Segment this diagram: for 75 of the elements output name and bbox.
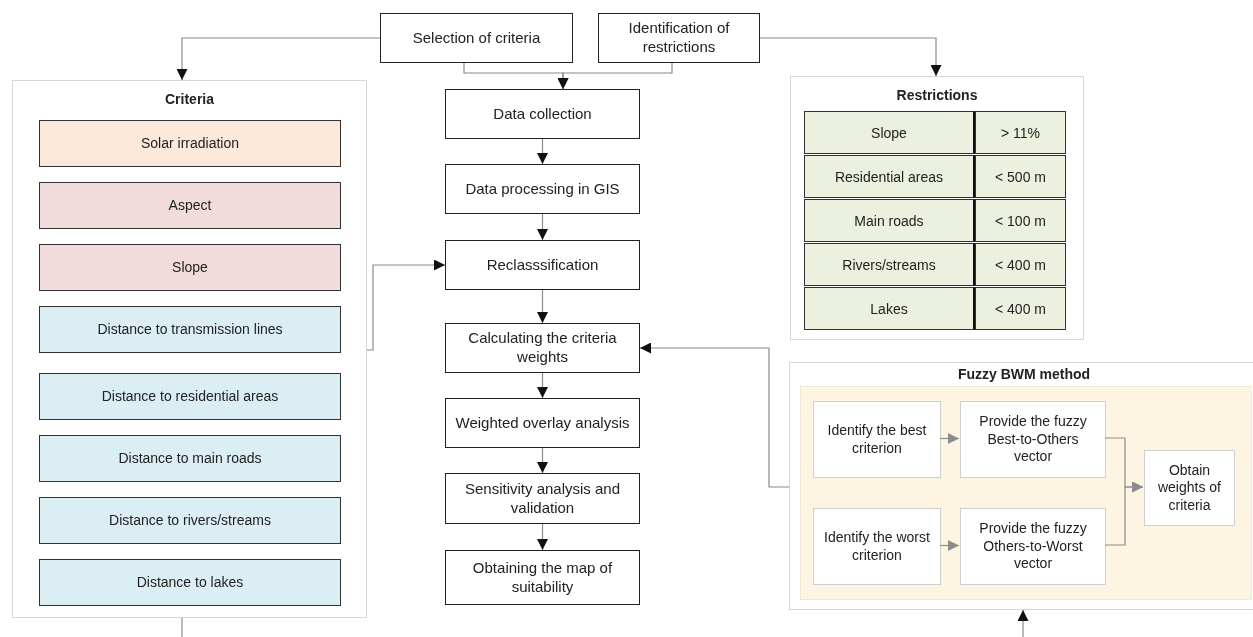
step-box — [813, 508, 941, 585]
arrow — [759, 37, 942, 77]
node-label: Weighted overlay analysis — [454, 413, 631, 433]
arrow — [537, 523, 548, 551]
process-box — [445, 164, 640, 214]
arrow — [537, 372, 548, 399]
node-label: Selection of criteria — [411, 28, 542, 48]
process-box — [445, 323, 640, 373]
criterion-box — [39, 306, 341, 353]
method-panel — [789, 362, 1253, 610]
node-label: Distance to residential areas — [100, 387, 280, 406]
process-box — [445, 89, 640, 139]
arrow — [537, 289, 548, 324]
step-box — [960, 401, 1106, 478]
group-panel — [12, 80, 367, 618]
node-label: Solar irradiation — [139, 134, 241, 153]
panel-heading: Restrictions — [896, 87, 978, 105]
arrow — [537, 447, 548, 474]
group-panel — [790, 76, 1084, 340]
panel-heading: Criteria — [165, 91, 214, 109]
table-cell: Main roads — [804, 199, 975, 242]
table-cell: Slope — [804, 111, 975, 154]
step-box — [813, 401, 941, 478]
process-box — [598, 13, 760, 63]
table-cell: < 100 m — [975, 199, 1066, 242]
criterion-box — [39, 435, 341, 482]
arrow — [537, 213, 548, 241]
node-label: Calculating the criteria weights — [467, 329, 618, 367]
node-label: Data collection — [492, 104, 593, 124]
node-label: Sensitivity analysis and validation — [463, 479, 622, 518]
arrow — [1104, 481, 1144, 546]
arrow — [176, 37, 381, 81]
node-label: Distance to main roads — [117, 449, 263, 468]
node-label: Identification of restrictions — [627, 19, 731, 57]
criterion-box — [39, 373, 341, 420]
criterion-box — [39, 559, 341, 606]
table-cell: > 11% — [975, 111, 1066, 154]
arrow — [366, 259, 446, 351]
step-box — [1144, 450, 1235, 526]
node-label: Obtain weights of criteria — [1156, 461, 1222, 515]
process-box — [445, 398, 640, 448]
arrow — [557, 62, 673, 90]
node-label: Slope — [171, 258, 209, 277]
arrow — [939, 433, 960, 444]
node-label: Distance to transmission lines — [96, 320, 284, 339]
process-box — [445, 550, 640, 605]
node-label: Distance to rivers/streams — [108, 511, 272, 530]
table-cell: < 400 m — [975, 287, 1066, 330]
node-label: Provide the fuzzy Others-to-Worst vector — [978, 520, 1088, 573]
table-cell: Lakes — [804, 287, 975, 330]
node-label: Obtaining the map of suitability — [471, 558, 614, 597]
criterion-box — [39, 244, 341, 291]
table-cell: Rivers/streams — [804, 243, 975, 286]
node-label: Identify the best criterion — [826, 422, 928, 457]
node-label: Distance to lakes — [135, 573, 245, 592]
criterion-box — [39, 120, 341, 167]
arrow — [939, 540, 960, 551]
arrow — [1017, 609, 1029, 637]
node-label: Reclasssification — [485, 255, 600, 275]
node-label: Identify the worst criterion — [823, 529, 931, 564]
table-cell: < 500 m — [975, 155, 1066, 198]
process-box — [445, 473, 640, 524]
criterion-box — [39, 497, 341, 544]
arrow — [537, 138, 548, 165]
table-cell: Residential areas — [804, 155, 975, 198]
process-box — [445, 240, 640, 290]
arrow — [639, 342, 790, 488]
criterion-box — [39, 182, 341, 229]
node-label: Provide the fuzzy Best-to-Others vector — [978, 413, 1088, 466]
table-cell: < 400 m — [975, 243, 1066, 286]
node-label: Data processing in GIS — [464, 179, 621, 199]
step-box — [960, 508, 1106, 585]
panel-heading: Fuzzy BWM method — [957, 366, 1091, 384]
process-box — [380, 13, 573, 63]
node-label: Aspect — [167, 196, 213, 215]
